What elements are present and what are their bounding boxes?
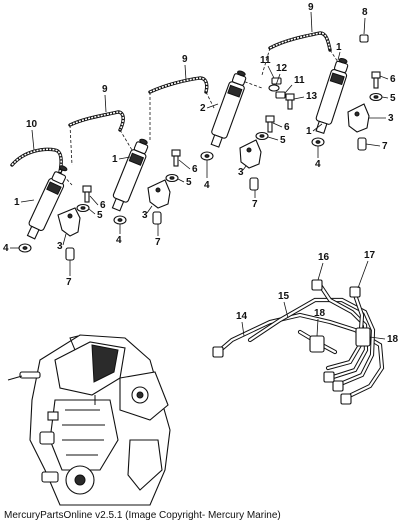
pipe-nut-end-a	[340, 393, 352, 405]
callout-3-center: 3	[142, 210, 148, 221]
callout-10: 10	[26, 119, 38, 130]
callout-2: 2	[200, 103, 206, 114]
pipe-nut-14	[212, 346, 224, 358]
callout-12: 12	[276, 63, 288, 74]
washer-5-upper	[255, 131, 269, 141]
washer-5-center	[165, 173, 179, 183]
callout-1-right: 1	[336, 42, 342, 53]
callout-1-center: 1	[112, 154, 118, 165]
pipe-nut-16	[311, 279, 323, 291]
callout-1-left: 1	[14, 197, 20, 208]
callout-6-upper: 6	[284, 122, 290, 133]
injector-center	[111, 138, 149, 212]
clamp-3-center	[147, 179, 171, 209]
callout-4-left: 4	[3, 243, 9, 254]
callout-15: 15	[278, 291, 290, 302]
callout-7-left: 7	[66, 277, 72, 288]
callout-11-a: 11	[260, 55, 271, 66]
copyright-footer: MercuryPartsOnline v2.5.1 (Image Copyrig…	[4, 510, 281, 521]
bolt-13	[285, 93, 295, 110]
callout-13: 13	[306, 91, 318, 102]
callout-9-b: 9	[182, 54, 188, 65]
callout-3-upper: 3	[238, 167, 244, 178]
clamp-3-left	[57, 207, 81, 237]
washer-5-right	[369, 92, 383, 102]
washer-5-left	[76, 203, 90, 213]
washer-4-upper	[200, 151, 214, 161]
clamp-3-upper	[239, 139, 262, 169]
callout-11-b: 11	[294, 75, 305, 86]
injector-right	[315, 57, 349, 135]
injector-upper	[210, 70, 247, 148]
callout-4-upper: 4	[204, 180, 210, 191]
fitting-12	[268, 84, 280, 92]
bolt-6-center	[171, 149, 181, 167]
washer-4-left	[18, 243, 32, 253]
callout-18-a: 18	[314, 308, 326, 319]
pipe-nut-end-b	[332, 380, 344, 392]
fitting-11-b	[275, 91, 286, 99]
washer-4-right	[311, 137, 325, 147]
callout-9-a: 9	[102, 84, 108, 95]
callout-5-upper: 5	[280, 135, 286, 146]
injector-left	[26, 165, 68, 240]
callout-1-right-b: 1	[306, 126, 312, 137]
callout-4-right: 4	[315, 159, 321, 170]
callout-7-center: 7	[155, 237, 161, 248]
clamp-3-right	[347, 103, 370, 133]
bolt-6-left	[82, 185, 92, 203]
callout-7-upper: 7	[252, 199, 258, 210]
sleeve-7-upper	[249, 177, 259, 191]
callout-9-c: 9	[308, 2, 314, 13]
return-hose-9-b	[148, 76, 209, 94]
pipe-clamp-18-b	[355, 327, 371, 347]
injection-pump	[7, 334, 171, 506]
callout-6-center: 6	[192, 164, 198, 175]
callout-8: 8	[362, 7, 368, 18]
return-hose-10	[10, 147, 63, 174]
sleeve-7-center	[152, 211, 162, 225]
callout-18-b: 18	[387, 334, 399, 345]
pipe-nut-end-c	[323, 371, 335, 383]
callout-16: 16	[318, 252, 330, 263]
callout-3-right: 3	[388, 113, 394, 124]
callout-5-left: 5	[97, 210, 103, 221]
pipe-clamp-18-a	[309, 335, 325, 353]
fuel-pipes	[215, 279, 385, 401]
return-hose-9-a	[68, 110, 125, 132]
callout-3-left: 3	[57, 241, 63, 252]
callout-17: 17	[364, 250, 376, 261]
callout-5-right: 5	[390, 93, 396, 104]
callouts: 10 9 9 9 8 1 6 5 4 3 7 1 6 5 4 3	[3, 2, 399, 345]
callout-14: 14	[236, 311, 248, 322]
callout-6-right: 6	[390, 74, 396, 85]
callout-7-right: 7	[382, 141, 388, 152]
washer-4-center	[113, 215, 127, 225]
plug-8	[359, 34, 369, 43]
callout-4-center: 4	[116, 235, 122, 246]
sleeve-7-right	[357, 137, 367, 151]
pipe-nut-17	[349, 286, 361, 298]
callout-6-left: 6	[100, 200, 106, 211]
bolt-6-upper	[265, 115, 275, 133]
return-hose-9-c	[268, 31, 332, 52]
sleeve-7-left	[65, 247, 75, 261]
callout-5-center: 5	[186, 177, 192, 188]
bolt-6-right	[371, 71, 381, 89]
